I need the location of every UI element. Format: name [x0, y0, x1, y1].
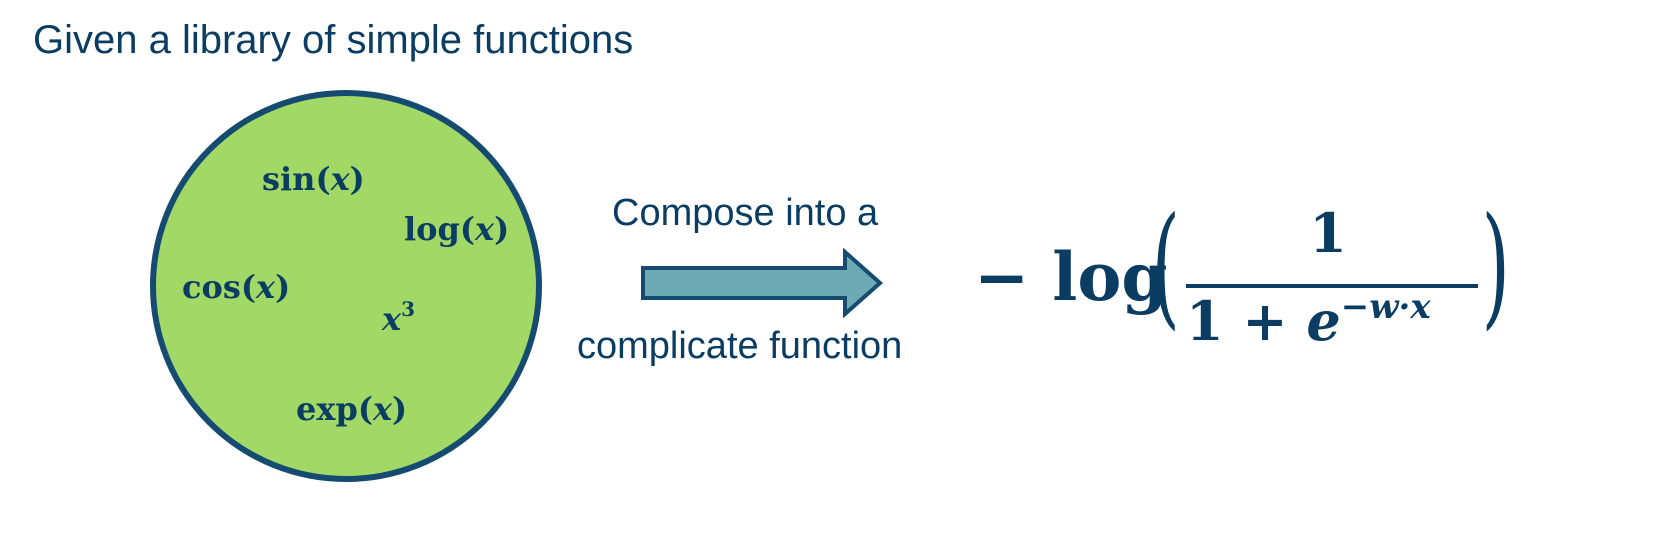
arrow-caption-bottom: complicate function	[577, 325, 903, 367]
function-exp-name: exp	[296, 390, 358, 428]
function-sin-name: sin	[262, 160, 316, 198]
function-exp-open: (	[357, 390, 373, 428]
function-library-circle	[150, 90, 542, 482]
function-cos-open: (	[240, 268, 256, 306]
function-sin-open: (	[315, 160, 331, 198]
formula-denominator-lead: 1 +	[1186, 289, 1307, 353]
formula-negative-log: − log	[974, 238, 1168, 316]
function-cos-close: )	[275, 268, 291, 306]
composed-function-formula: − log ( 1 1 + e−w·x )	[968, 198, 1528, 368]
function-cos-var: x	[255, 268, 276, 306]
function-cos: cos(x)	[182, 268, 290, 306]
compose-arrow-shape	[641, 248, 884, 318]
formula-denominator: 1 + e−w·x	[1186, 290, 1431, 348]
compose-arrow-icon	[641, 248, 884, 318]
slide-title: Given a library of simple functions	[33, 18, 634, 62]
formula-denominator-base: e	[1306, 289, 1341, 353]
function-cube: x3	[382, 297, 415, 338]
formula-close-paren: )	[1481, 189, 1510, 343]
function-log-close: )	[494, 210, 510, 248]
function-sin: sin(x)	[262, 160, 365, 198]
formula-denominator-exponent: −w·x	[1340, 287, 1431, 327]
function-sin-close: )	[349, 160, 365, 198]
function-log-name: log	[404, 210, 460, 248]
formula-fraction-bar	[1186, 284, 1478, 288]
function-log-var: x	[475, 210, 495, 248]
arrow-caption-top: Compose into a	[612, 192, 879, 234]
function-exp-var: x	[372, 390, 393, 428]
function-cube-exponent: 3	[401, 297, 415, 321]
formula-open-paren: (	[1151, 189, 1180, 343]
formula-numerator: 1	[1309, 201, 1347, 265]
function-log-open: (	[459, 210, 476, 248]
function-cos-name: cos	[182, 268, 241, 306]
function-log: log(x)	[404, 210, 509, 248]
function-cube-var: x	[382, 300, 402, 338]
function-exp-close: )	[392, 390, 408, 428]
function-sin-var: x	[330, 160, 350, 198]
function-exp: exp(x)	[296, 390, 407, 428]
